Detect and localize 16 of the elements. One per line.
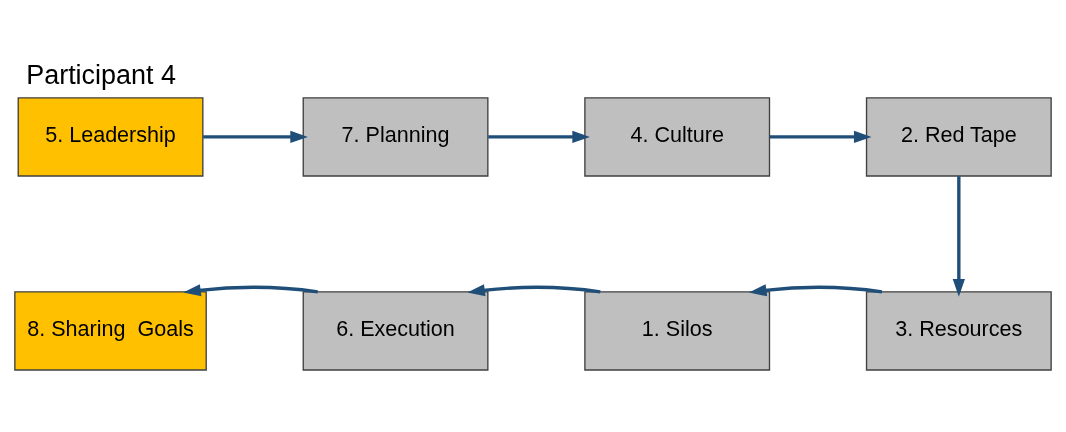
arrow xyxy=(488,130,590,144)
arrow xyxy=(769,130,872,144)
node-box: 7. Planning xyxy=(302,97,489,177)
node-box: 2. Red Tape xyxy=(865,97,1052,177)
node-box: 4. Culture xyxy=(584,97,771,177)
node-box: 5. Leadership xyxy=(17,97,204,177)
node-box: 8. Sharing Goals xyxy=(14,291,207,371)
node-box: 1. Silos xyxy=(584,291,771,371)
arrow xyxy=(952,176,965,297)
arrow xyxy=(183,284,318,297)
node-box: 3. Resources xyxy=(865,291,1052,371)
diagram-title: Participant 4 xyxy=(26,60,176,91)
arrow xyxy=(748,284,883,297)
arrow xyxy=(203,130,308,144)
node-box: 6. Execution xyxy=(302,291,489,371)
arrow xyxy=(467,284,601,297)
